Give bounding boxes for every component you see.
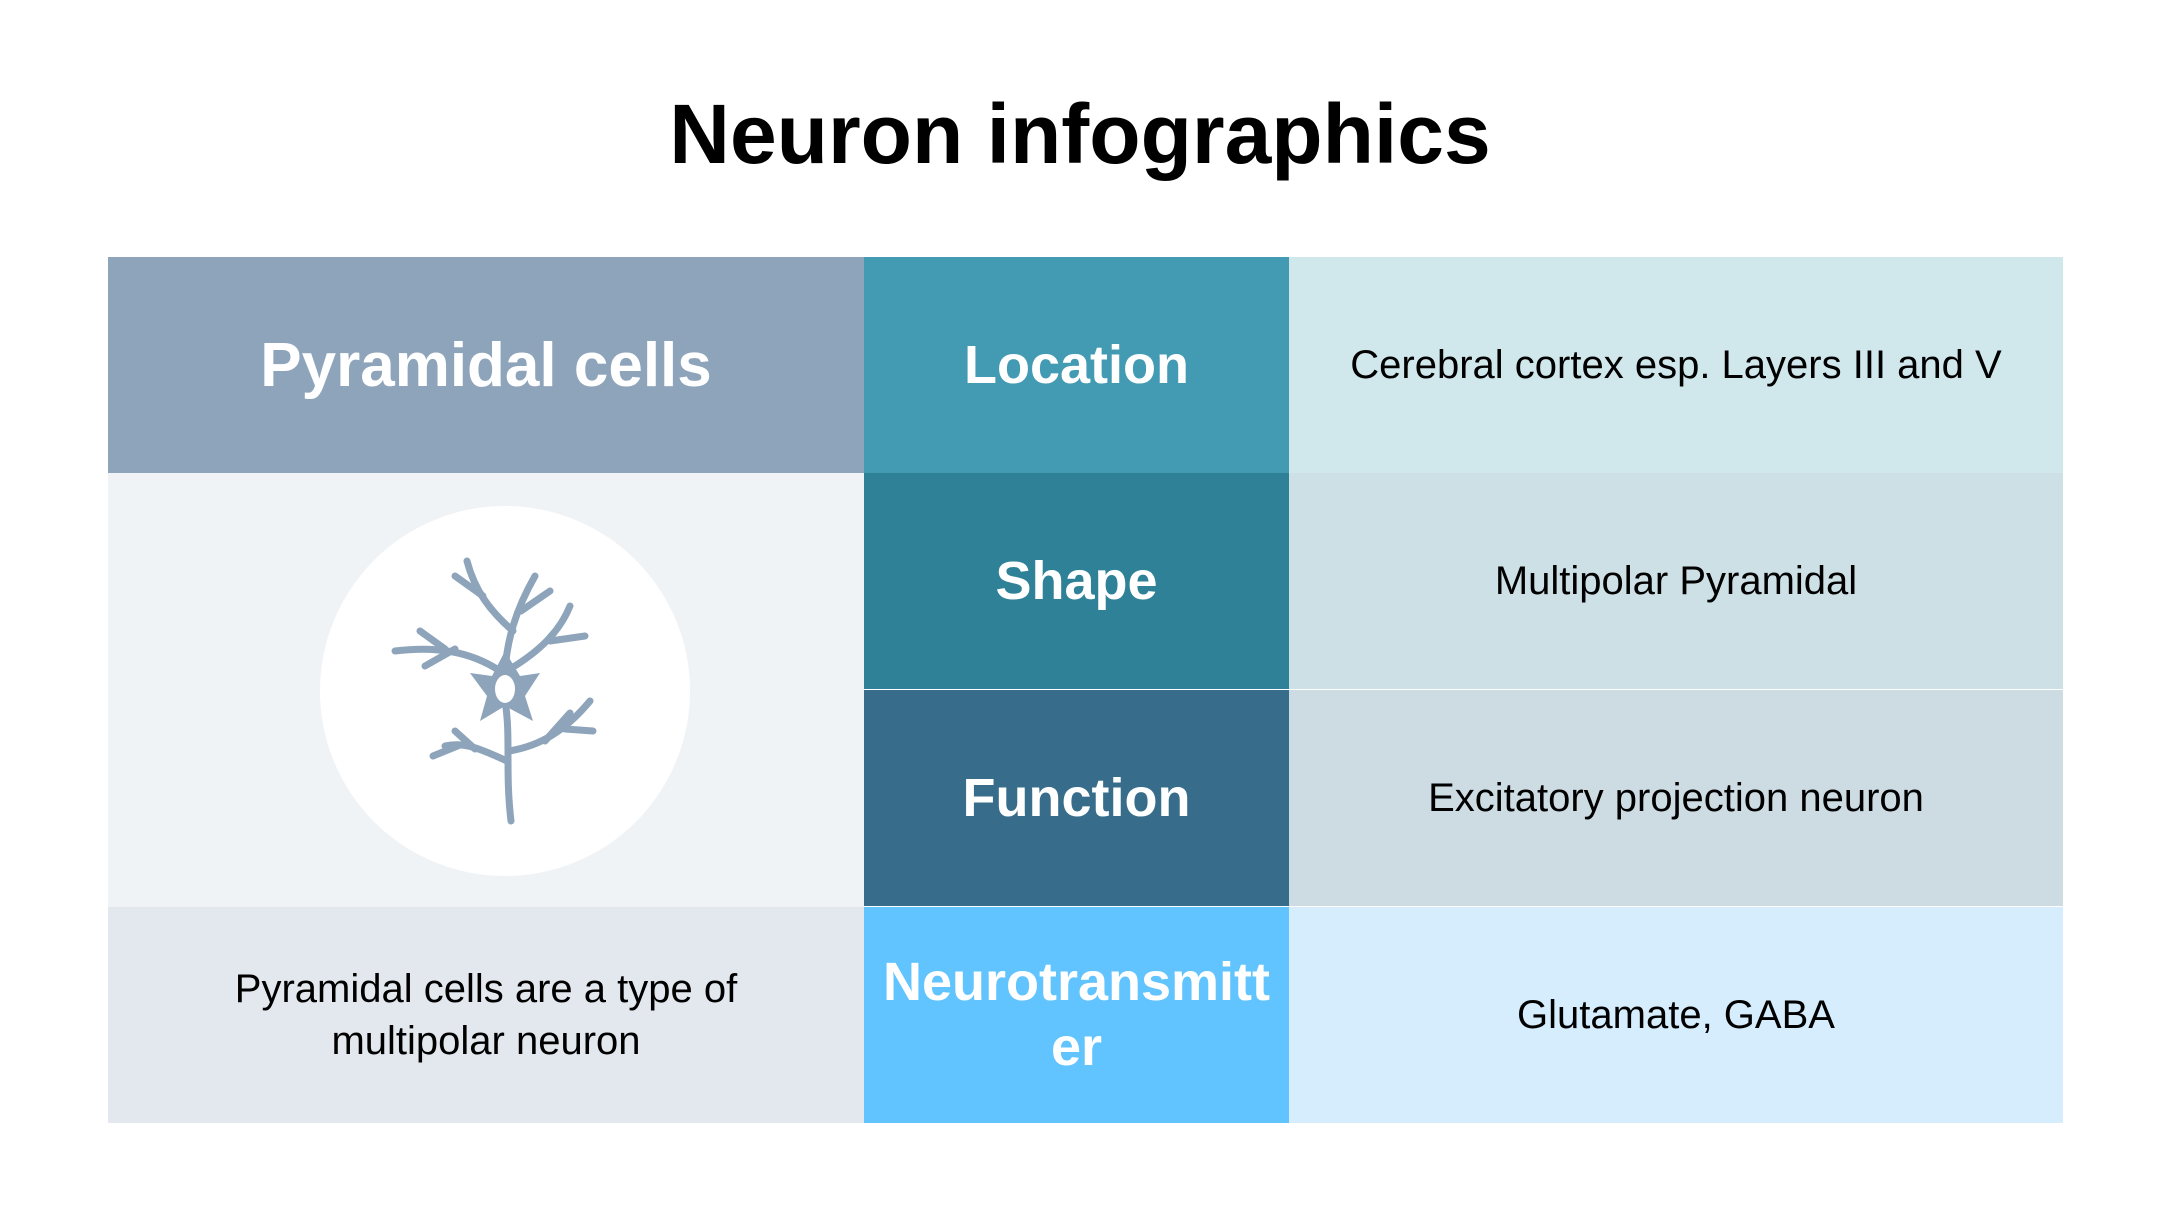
row-value-neurotransmitter: Glutamate, GABA: [1289, 907, 2063, 1123]
neuron-icon: [391, 557, 597, 825]
row-value-location: Cerebral cortex esp. Layers III and V: [1289, 257, 2063, 473]
row-label-function: Function: [864, 690, 1289, 906]
row-label-location: Location: [864, 257, 1289, 473]
row-label-shape: Shape: [864, 473, 1289, 689]
row-value-function: Excitatory projection neuron: [1289, 690, 2063, 906]
card-header: Pyramidal cells: [108, 257, 864, 473]
image-circle: [320, 506, 690, 876]
card-description: Pyramidal cells are a type of multipolar…: [108, 907, 864, 1123]
page-title: Neuron infographics: [669, 87, 1491, 181]
card-image-area: [108, 473, 864, 907]
row-label-neurotransmitter: Neurotransmitter: [864, 907, 1289, 1123]
row-value-shape: Multipolar Pyramidal: [1289, 473, 2063, 689]
